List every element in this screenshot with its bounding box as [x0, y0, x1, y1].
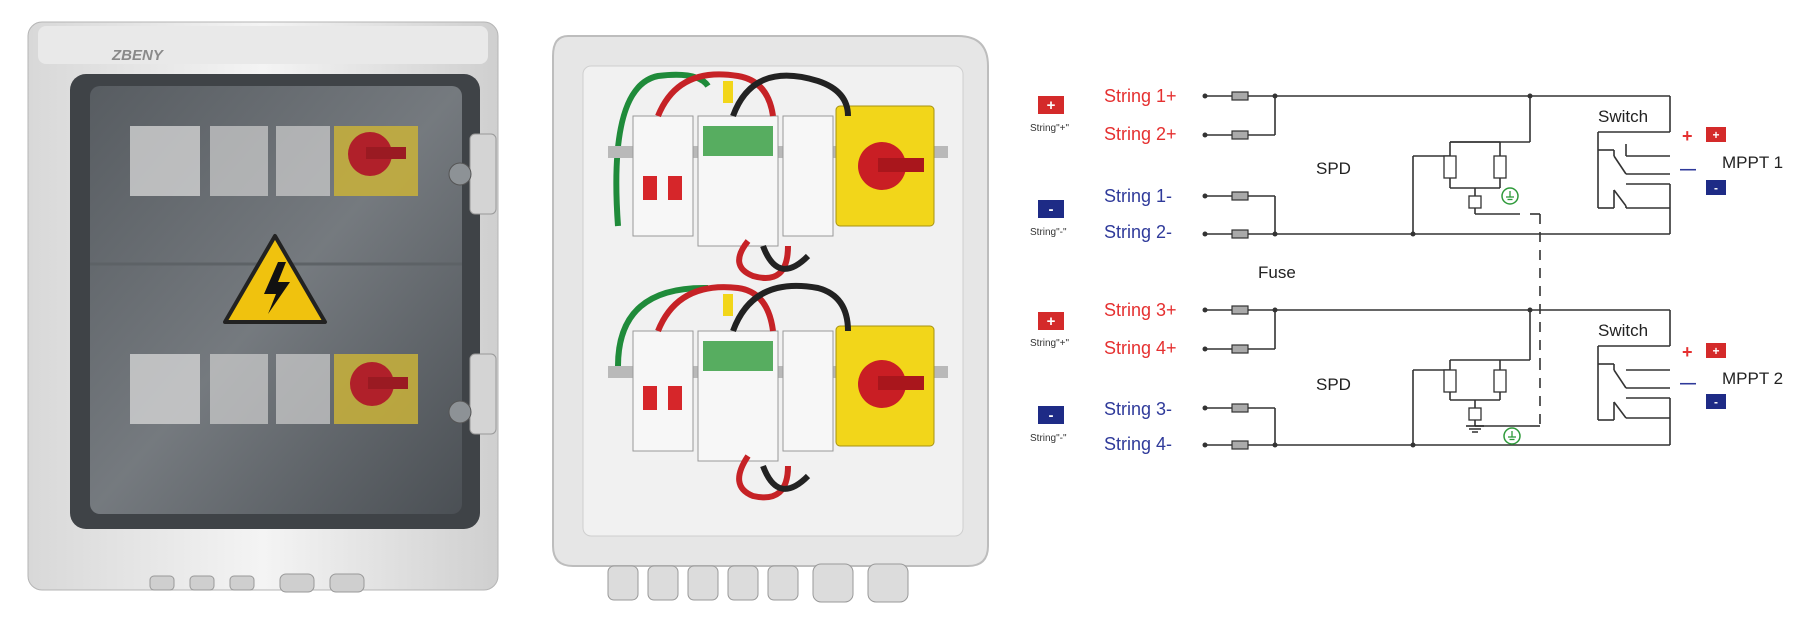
- positive-badge-sign: +: [1047, 97, 1056, 114]
- brand-logo: ZBENY: [111, 47, 165, 64]
- string-label: String 2+: [1104, 124, 1177, 144]
- positive-string-caption: String"+": [1030, 123, 1070, 134]
- spd-label: SPD: [1316, 159, 1351, 178]
- positive-string-caption: String"+": [1030, 338, 1070, 349]
- positive-badge: [1038, 312, 1064, 330]
- negative-badge-sign: -: [1049, 407, 1054, 424]
- output-positive-badge-sign: +: [1712, 128, 1719, 142]
- positive-badge-sign: +: [1047, 313, 1056, 330]
- lower-rail-assembly: [608, 325, 948, 462]
- string-label: String 2-: [1104, 222, 1172, 242]
- mppt-group-1: + String"+" String 1+ String 2+ - String…: [1030, 86, 1783, 360]
- switch-label: Switch: [1598, 107, 1648, 126]
- output-negative-badge-sign: -: [1714, 395, 1718, 409]
- string-label: String 3+: [1104, 300, 1177, 320]
- terminals: [1202, 307, 1533, 448]
- door-locks[interactable]: [448, 162, 472, 424]
- fuses: [1231, 91, 1249, 239]
- output-positive-badge: [1706, 343, 1726, 358]
- string-label: String 1+: [1104, 86, 1177, 106]
- dashed-link: [1530, 213, 1541, 360]
- fuses: [1231, 305, 1249, 450]
- lower-wiring: [655, 282, 851, 501]
- string-label: String 4-: [1104, 434, 1172, 454]
- mppt-label: MPPT 1: [1722, 153, 1783, 172]
- negative-badge-sign: -: [1049, 201, 1054, 218]
- door-hinges: [469, 133, 497, 435]
- string-label: String 1-: [1104, 186, 1172, 206]
- string-label: String 3-: [1104, 399, 1172, 419]
- output-negative-badge: [1706, 394, 1726, 409]
- closed-enclosure-photo: ZBENY: [27, 21, 499, 593]
- upper-rail-assembly: [608, 105, 948, 247]
- mppt-label: MPPT 2: [1722, 369, 1783, 388]
- negative-string-caption: String"-": [1030, 227, 1067, 238]
- high-voltage-warning-icon: [223, 234, 327, 324]
- spd-modules: [1443, 369, 1507, 421]
- upper-wiring: [655, 71, 851, 281]
- spd-label: SPD: [1316, 375, 1351, 394]
- ground-symbol-icon: [1503, 427, 1521, 445]
- output-minus-sign: —: [1680, 161, 1696, 178]
- output-plus-sign: +: [1682, 126, 1693, 146]
- switch-label: Switch: [1598, 321, 1648, 340]
- output-minus-sign: —: [1680, 375, 1696, 392]
- upper-din-rail-devices: [130, 126, 418, 196]
- output-negative-badge: [1706, 180, 1726, 195]
- negative-badge: [1038, 406, 1064, 424]
- string-label: String 4+: [1104, 338, 1177, 358]
- mppt-group-2: + String"+" String 3+ String 4+ - String…: [1030, 300, 1783, 454]
- output-plus-sign: +: [1682, 342, 1693, 362]
- fuse-label: Fuse: [1258, 263, 1296, 282]
- negative-badge: [1038, 200, 1064, 218]
- lower-din-rail-devices: [130, 354, 418, 424]
- dashed-link: [1530, 360, 1541, 427]
- open-enclosure-photo: [552, 35, 989, 603]
- earth-symbol-icon: [1466, 425, 1484, 433]
- negative-string-caption: String"-": [1030, 433, 1067, 444]
- cable-glands: [149, 573, 365, 593]
- terminals: [1202, 93, 1533, 237]
- output-negative-badge-sign: -: [1714, 181, 1718, 195]
- wiring-diagram: + String"+" String 1+ String 2+ - String…: [1030, 86, 1783, 454]
- positive-badge: [1038, 96, 1064, 114]
- bottom-cable-glands: [607, 563, 909, 603]
- output-positive-badge-sign: +: [1712, 344, 1719, 358]
- circuit-wires: [1205, 309, 1671, 446]
- ground-symbol-icon: [1501, 187, 1519, 205]
- spd-modules: [1443, 155, 1507, 209]
- output-positive-badge: [1706, 127, 1726, 142]
